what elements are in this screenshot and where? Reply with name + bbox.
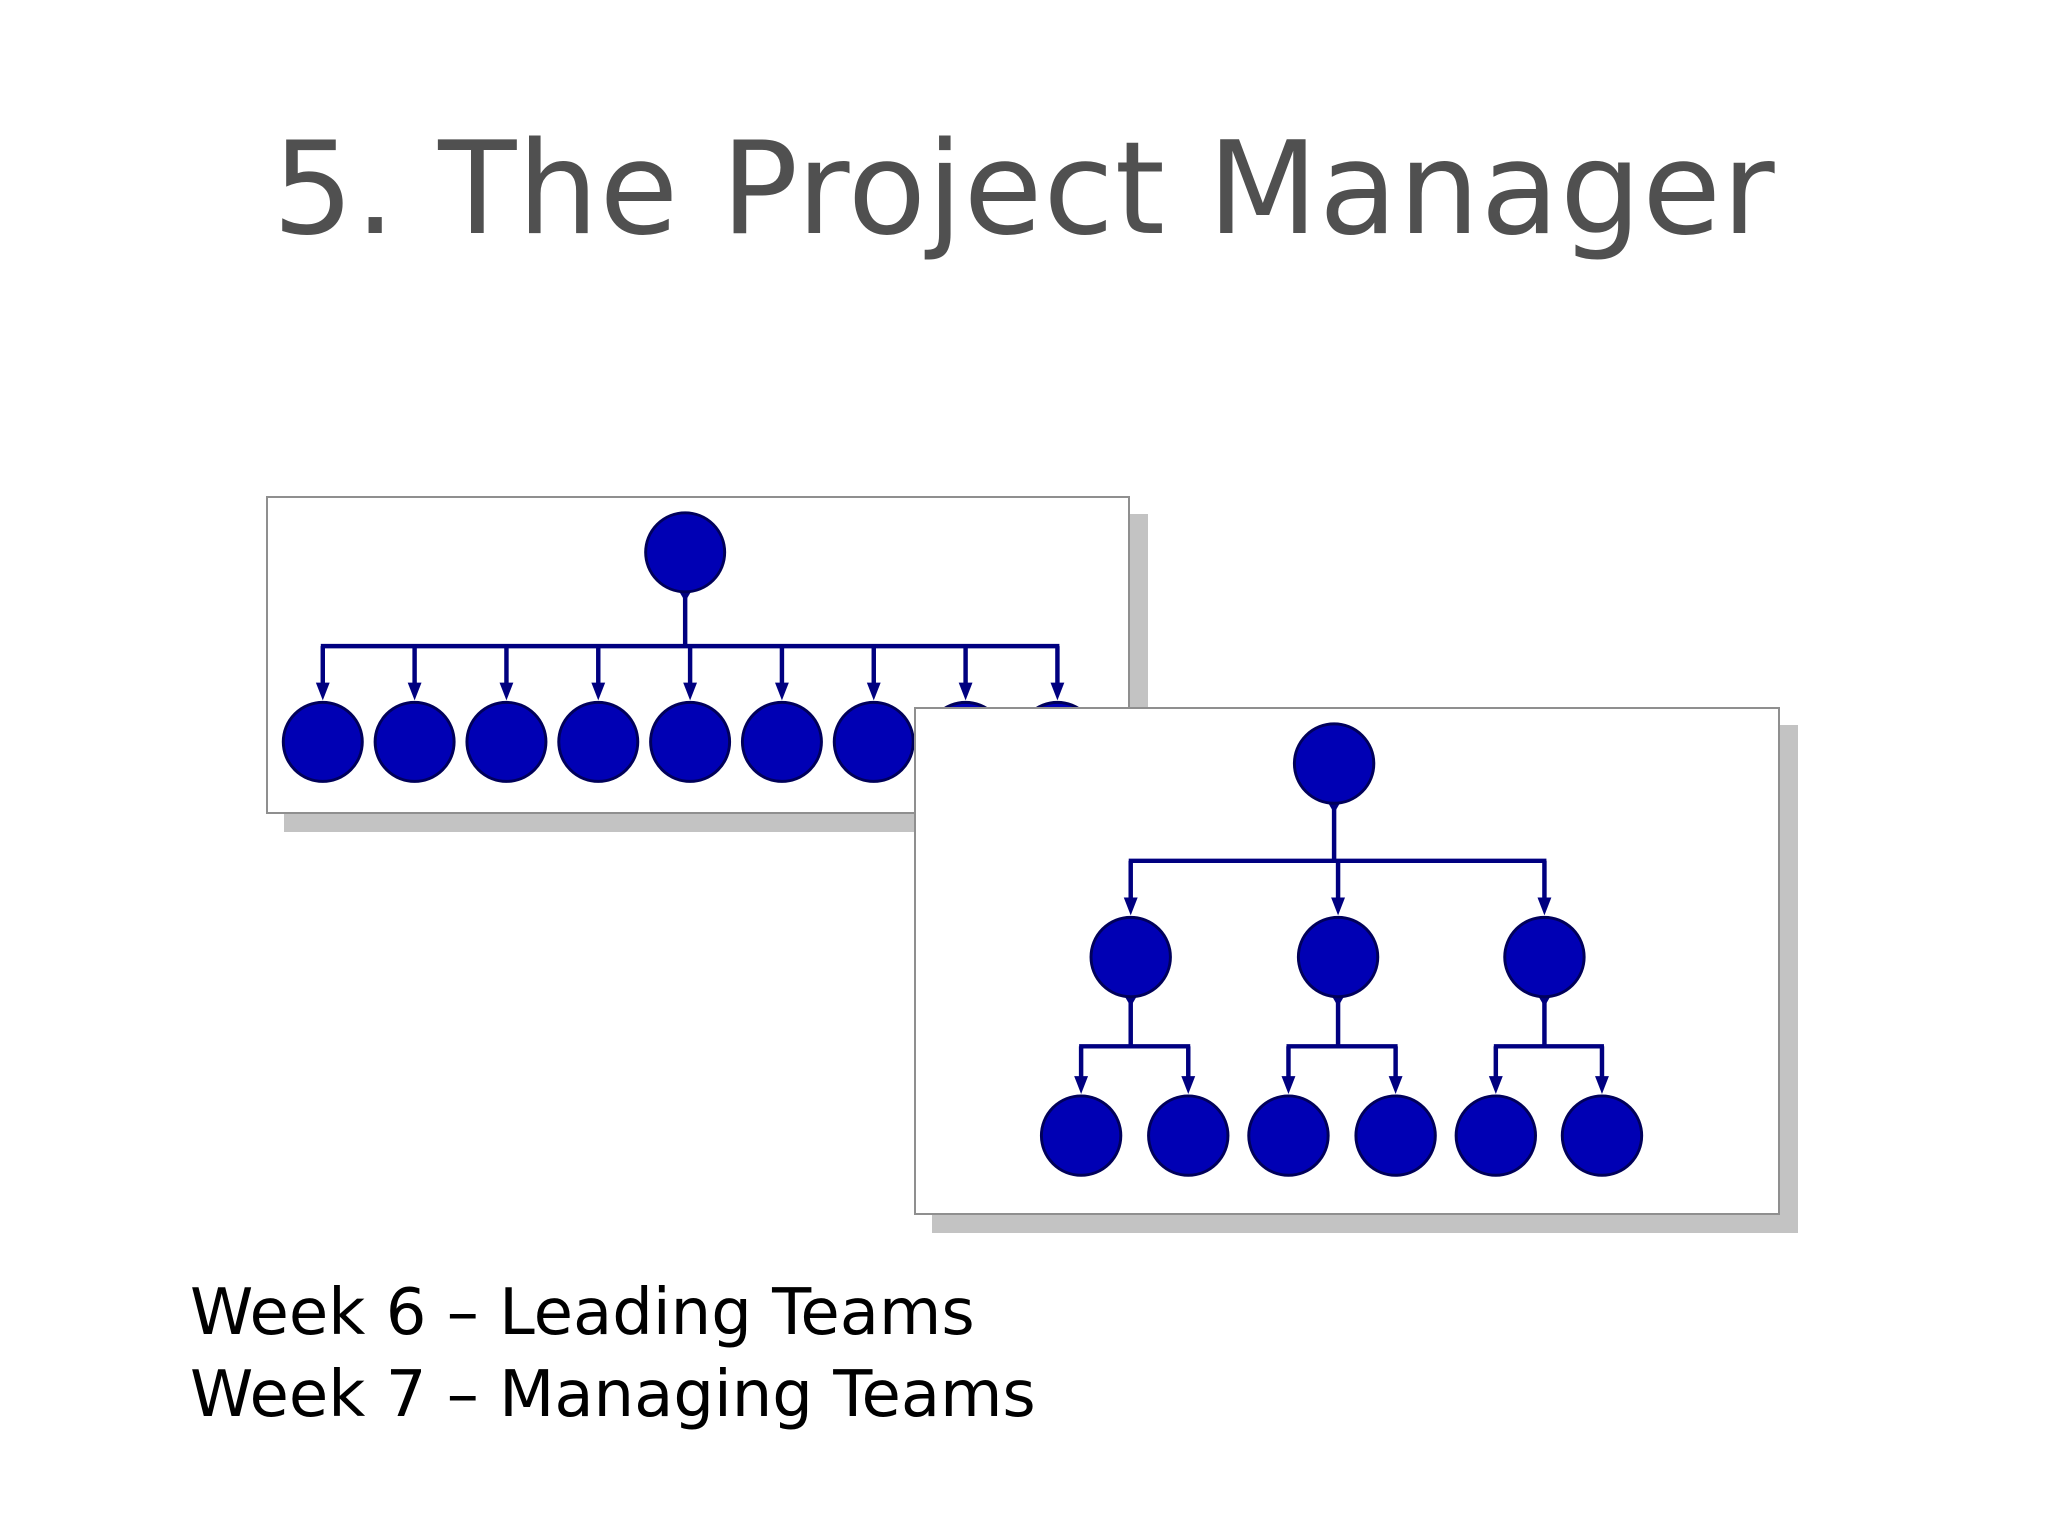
hier-member-node-1 [1039,1094,1123,1177]
note-week-7: Week 7 – Managing Teams [190,1358,1036,1432]
hier-mid-1-arrow-2 [1181,1076,1196,1094]
flat-arrow-7 [866,682,881,701]
hier-mid-3-arrow-1 [1488,1076,1503,1094]
hier-member-node-6 [1560,1094,1644,1177]
flat-arrow-9 [1050,682,1065,701]
hier-top-arrow-1 [1123,897,1138,916]
flat-report-node-3 [465,700,548,783]
hier-top-arrow-2 [1331,897,1346,916]
hier-mid-2-arrow-1 [1281,1076,1296,1094]
slide-title: 5. The Project Manager [272,115,1776,264]
flat-report-node-4 [557,700,640,783]
flat-arrow-1 [315,682,330,701]
flat-report-node-1 [281,700,364,783]
hier-member-node-2 [1147,1094,1230,1177]
hier-team-lead-node-2 [1296,915,1380,999]
hierarchical-org-chart [1039,722,1644,1177]
note-week-6: Week 6 – Leading Teams [190,1276,975,1350]
flat-report-node-2 [373,700,456,783]
flat-arrow-8 [958,682,973,701]
flat-report-node-6 [740,700,823,783]
hierarchical-org-chart-panel [914,707,1780,1215]
hier-manager-node [1292,722,1376,805]
flat-arrow-5 [683,682,698,701]
flat-arrow-3 [499,682,514,701]
notes: Week 6 – Leading Teams Week 7 – Managing… [190,1272,1036,1436]
flat-report-node-5 [649,700,732,783]
hier-mid-2-arrow-2 [1388,1076,1403,1094]
hier-mid-3-arrow-2 [1595,1076,1609,1094]
hier-mid-1-arrow-1 [1074,1076,1089,1094]
hier-member-node-5 [1454,1094,1537,1177]
flat-arrow-6 [775,682,789,701]
hier-team-lead-node-3 [1503,915,1586,999]
hier-top-arrow-3 [1537,897,1552,916]
hier-member-node-4 [1354,1094,1437,1177]
flat-arrow-2 [407,682,422,701]
flat-arrow-4 [591,682,606,701]
flat-report-node-7 [832,700,915,783]
hier-member-node-3 [1247,1094,1330,1177]
flat-org-chart-panel [266,496,1130,814]
hier-team-lead-node-1 [1089,915,1172,999]
flat-manager-node [644,511,727,594]
